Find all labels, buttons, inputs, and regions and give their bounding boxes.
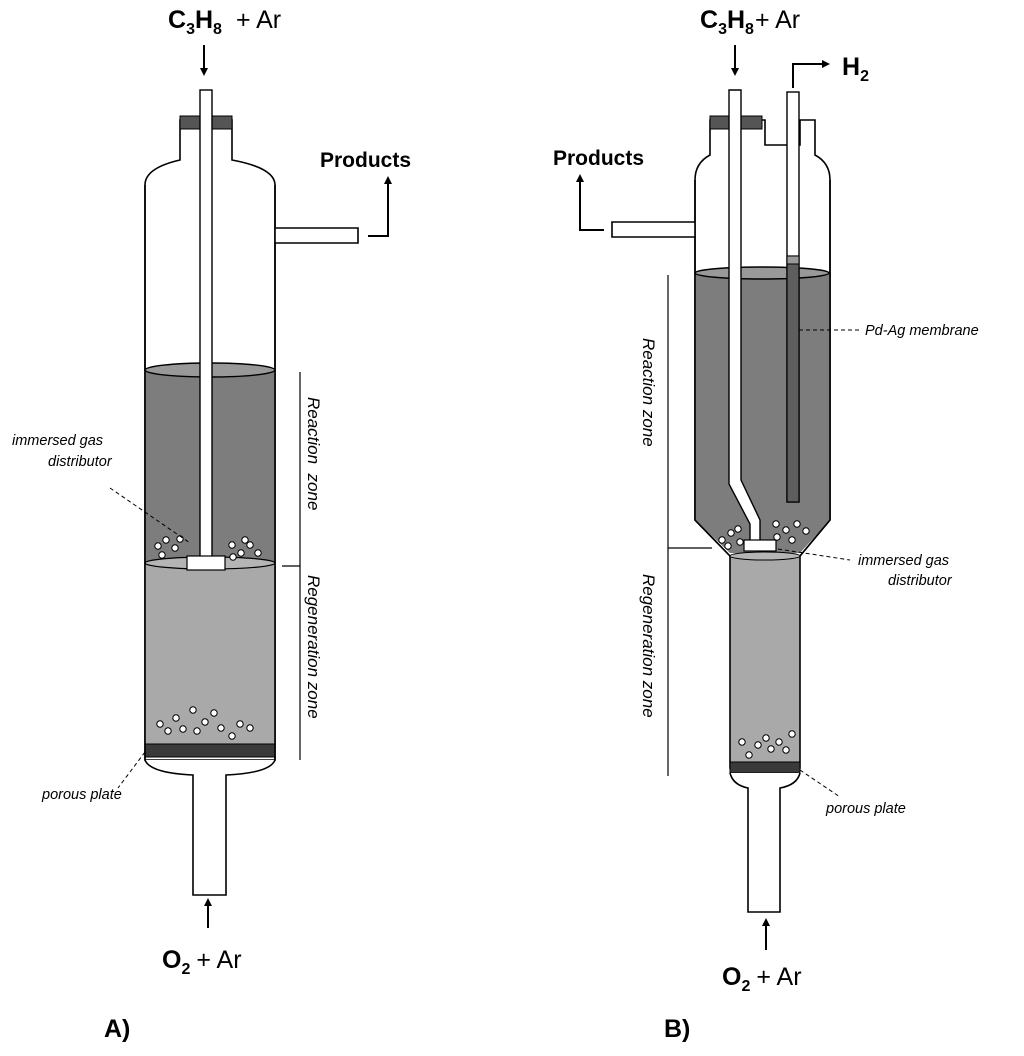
reactor-a-feed-label: C3H8+ Ar [168, 6, 281, 38]
reactor-b-bubbles-top [718, 520, 810, 550]
reactor-b-membrane-label: Pd-Ag membrane [865, 323, 979, 339]
reactor-b-bottom-inlet [729, 772, 801, 913]
reactor-a-products-label: Products [320, 149, 411, 172]
reactor-b-products-arrow [576, 174, 604, 231]
reactor-a-porous-plate-label: porous plate [41, 787, 122, 803]
reactor-a-bubbles-top [154, 535, 262, 561]
reactor-b: C3H8+ Ar H2 Products Pd-Ag membrane imme… [553, 6, 979, 1043]
reactor-a-distributor-label-2: distributor [48, 454, 113, 470]
reactor-b-distributor-label-2: distributor [888, 573, 953, 589]
reactor-a-porous-plate [144, 743, 276, 758]
reactor-b-reaction-bed [695, 273, 830, 553]
reactor-a-panel-label: A) [104, 1015, 130, 1043]
reactor-a-regeneration-bed [145, 563, 275, 746]
reactor-a: C3H8+ Ar Products immersed gas distribut… [12, 6, 411, 1043]
reactor-b-bubbles-bottom [738, 730, 796, 759]
reactor-b-bed-surface [694, 266, 830, 280]
reactor-b-distributor-leader [777, 548, 851, 561]
reactor-a-bubbles-bottom [156, 706, 254, 740]
reactor-a-plate-leader [117, 751, 146, 789]
reactor-a-distributor-label-1: immersed gas [12, 433, 103, 449]
reactor-a-feed-tube [199, 89, 213, 561]
reactor-b-feed-label: C3H8+ Ar [700, 6, 800, 38]
reactor-a-oxygen-label: O2+ Ar [162, 946, 242, 978]
reactor-a-regeneration-zone-label: Regeneration zone [304, 575, 323, 719]
reactor-b-pd-ag-membrane [786, 255, 800, 503]
reactor-b-products-outlet [611, 221, 695, 238]
reactor-a-bottom-inlet [144, 759, 276, 896]
reactor-b-hydrogen-arrow [792, 60, 830, 88]
reactor-b-oxygen-label: O2+ Ar [722, 963, 802, 995]
reactor-b-panel-label: B) [664, 1015, 690, 1043]
reactor-b-plate-leader [799, 769, 841, 798]
reactor-a-distributor-leader [109, 487, 191, 544]
reactor-a-gas-distributor [186, 555, 226, 571]
reactor-b-hydrogen-label: H2 [842, 53, 869, 85]
reactor-b-porous-plate-label: porous plate [825, 801, 906, 817]
reactor-a-products-arrow [368, 176, 392, 237]
reactor-a-products-outlet [275, 227, 359, 244]
reactor-a-reaction-zone-label: Reaction zone [304, 397, 323, 510]
reactor-b-distributor-label-1: immersed gas [858, 553, 949, 569]
reactor-b-reaction-zone-label: Reaction zone [639, 338, 658, 447]
reactor-b-products-label: Products [553, 147, 644, 170]
reactor-b-regeneration-zone-label: Regeneration zone [639, 574, 658, 718]
reactor-b-zone-interface [729, 551, 801, 561]
reactor-b-porous-plate [729, 761, 801, 774]
reactor-b-gas-distributor [743, 539, 777, 552]
